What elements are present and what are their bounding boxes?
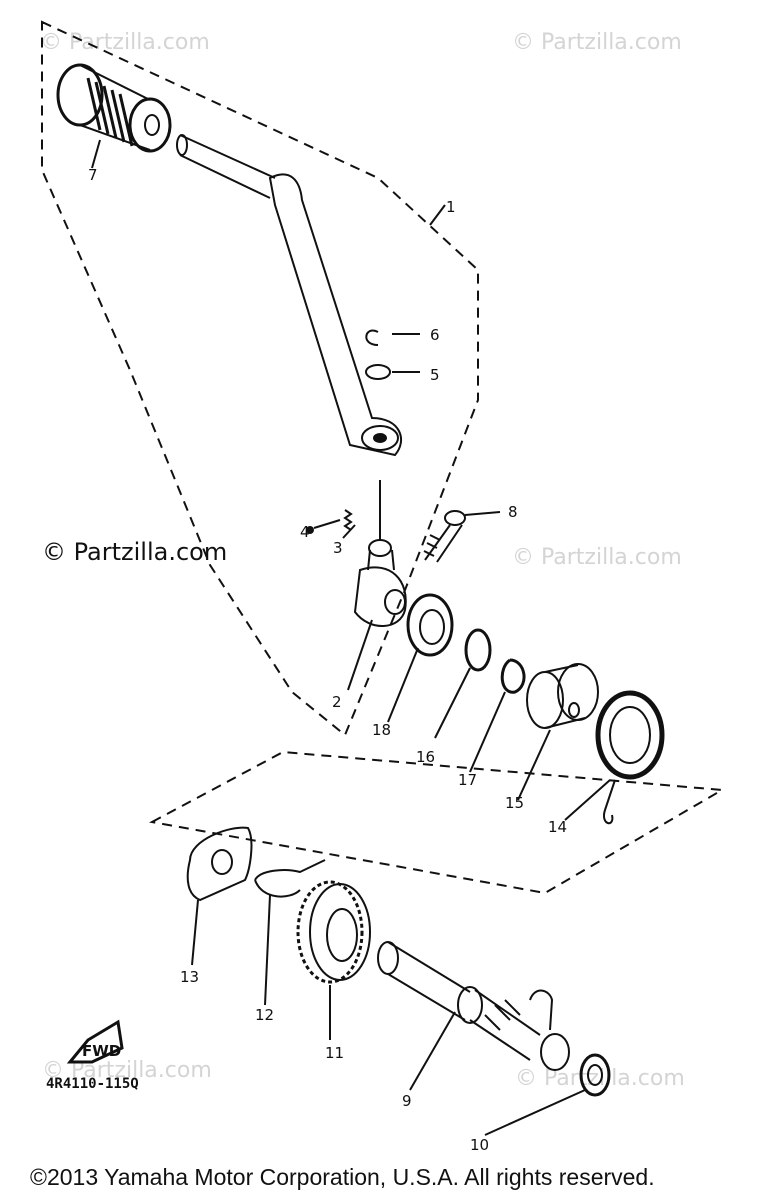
callout-1: 1 (446, 198, 456, 216)
part-washer-10 (579, 1053, 611, 1097)
part-bearing-18 (406, 593, 454, 657)
part-circlip (500, 658, 526, 694)
part-bolt (423, 510, 466, 563)
callout-3: 3 (333, 539, 343, 557)
watermark-mid-right: © Partzilla.com (512, 545, 682, 570)
callout-11: 11 (325, 1044, 344, 1062)
callout-2: 2 (332, 693, 342, 711)
callout-7: 7 (88, 166, 98, 184)
callout-8: 8 (508, 503, 518, 521)
callout-6: 6 (430, 326, 440, 344)
assembly-outline-lower (148, 750, 726, 895)
part-clip (365, 329, 379, 346)
watermark-bottom-right: © Partzilla.com (515, 1066, 685, 1091)
watermark-mid-left: © Partzilla.com (42, 538, 228, 566)
part-washer-5 (365, 364, 391, 380)
part-washer-16 (464, 628, 492, 672)
callout-9: 9 (402, 1092, 412, 1110)
watermark-top-right: © Partzilla.com (512, 30, 682, 55)
watermark-top-left: © Partzilla.com (40, 30, 210, 55)
part-shaft (377, 941, 570, 1071)
fwd-arrow (66, 1019, 124, 1064)
part-gear (296, 880, 371, 984)
copyright-notice: ©2013 Yamaha Motor Corporation, U.S.A. A… (30, 1164, 655, 1190)
part-ball (306, 526, 314, 534)
assembly-outline-upper (41, 20, 479, 737)
part-kick-arm (176, 134, 403, 457)
part-plate (186, 826, 253, 902)
callout-17: 17 (458, 771, 477, 789)
part-spring (343, 509, 353, 531)
fwd-label: FWD (82, 1042, 121, 1060)
callout-5: 5 (430, 366, 440, 384)
part-spacer (526, 663, 599, 729)
callout-12: 12 (255, 1006, 274, 1024)
callout-14: 14 (548, 818, 567, 836)
callout-16: 16 (416, 748, 435, 766)
part-clip-12 (254, 859, 326, 898)
callout-4: 4 (300, 523, 310, 541)
part-boss (353, 539, 407, 627)
callout-18: 18 (372, 721, 391, 739)
callout-15: 15 (505, 794, 524, 812)
part-torsion-spring (595, 690, 665, 825)
callout-10: 10 (470, 1136, 489, 1154)
part-grip (56, 63, 172, 153)
diagram-code: 4R4110-115Q (46, 1076, 139, 1092)
callout-13: 13 (180, 968, 199, 986)
